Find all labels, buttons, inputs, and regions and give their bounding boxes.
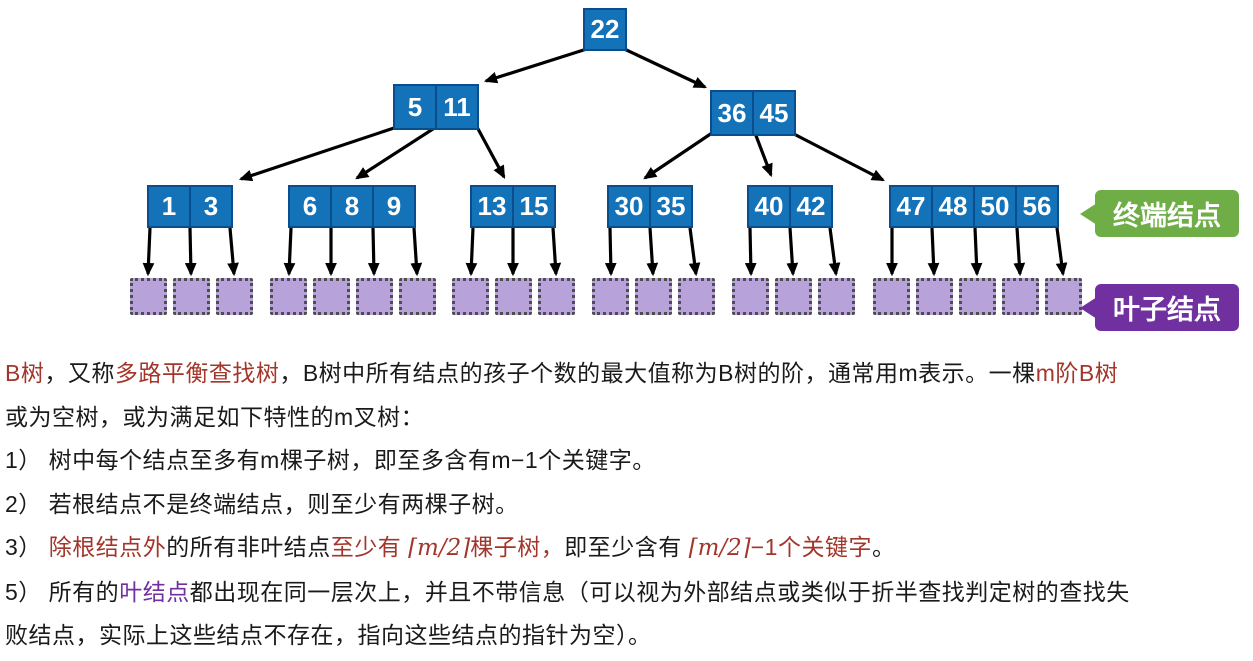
btree-key: 3 [189, 187, 231, 226]
leaf-node-square [538, 278, 575, 315]
terminal-node-label: 终端结点 [1095, 190, 1239, 237]
btree-key: 48 [931, 187, 973, 226]
leaf-node-square [173, 278, 210, 315]
leaf-group-2 [270, 278, 436, 315]
text-line-4: 2） 若根结点不是终端结点，则至少有两棵子树。 [5, 490, 519, 517]
btree-node-13-15: 13 15 [470, 185, 556, 228]
btree-node-5-11: 5 11 [393, 84, 479, 130]
terminal-node-label-text: 终端结点 [1113, 201, 1221, 231]
btree-node-root: 22 [583, 8, 627, 51]
btree-key: 8 [330, 187, 372, 226]
leaf-node-square [399, 278, 436, 315]
leaf-group-1 [130, 278, 253, 315]
leaf-node-square [775, 278, 812, 315]
text-line-5: 3） 除根结点外的所有非叶结点至少有 ⌈m/2⌉棵子树，即至少含有 ⌈m/2⌉−… [5, 534, 896, 561]
btree-node-47-48-50-56: 47 48 50 56 [889, 185, 1059, 228]
btree-key: 22 [590, 14, 620, 44]
leaf-group-6 [873, 278, 1082, 315]
formula-ceil-m-2: ⌈m/2⌉ [688, 535, 751, 561]
btree-key: 47 [896, 191, 926, 221]
btree-key: 30 [614, 191, 644, 221]
leaf-node-square [818, 278, 855, 315]
btree-key: 56 [1015, 187, 1057, 226]
highlight-m-order-btree: m阶B树 [1035, 360, 1119, 386]
btree-node-36-45: 36 45 [710, 90, 796, 136]
leaf-node-square [732, 278, 769, 315]
highlight-leaf-node: 叶结点 [119, 578, 190, 605]
leaf-node-square [270, 278, 307, 315]
btree-key: 13 [477, 191, 507, 221]
leaf-node-square [356, 278, 393, 315]
btree-key: 5 [407, 91, 423, 122]
leaf-node-square [592, 278, 629, 315]
leaf-node-square [495, 278, 532, 315]
leaf-node-square [216, 278, 253, 315]
highlight-multiway-balanced-search-tree: 多路平衡查找树 [114, 360, 280, 386]
leaf-node-square [873, 278, 910, 315]
leaf-node-square [959, 278, 996, 315]
highlight-btree: B树 [5, 360, 45, 386]
btree-node-40-42: 40 42 [747, 185, 833, 228]
btree-key: 42 [789, 187, 831, 226]
btree-key: 35 [649, 187, 691, 226]
leaf-group-5 [732, 278, 855, 315]
leaf-node-label-text: 叶子结点 [1113, 295, 1221, 325]
btree-key: 1 [161, 191, 177, 221]
leaf-node-label: 叶子结点 [1095, 284, 1239, 331]
leaf-node-square [635, 278, 672, 315]
leaf-group-3 [452, 278, 575, 315]
btree-node-1-3: 1 3 [147, 185, 233, 228]
btree-key: 9 [372, 187, 414, 226]
highlight-except-root: 除根结点外 [48, 534, 167, 560]
text-line-2: 或为空树，或为满足如下特性的m叉树： [5, 403, 425, 430]
btree-key: 11 [435, 86, 477, 128]
btree-definition-text: B树，又称多路平衡查找树，B树中所有结点的孩子个数的最大值称为B树的阶，通常用m… [5, 352, 1251, 658]
edge-arrows [142, 45, 1068, 277]
text-line-3: 1） 树中每个结点至多有m棵子树，即至多含有m−1个关键字。 [5, 447, 656, 473]
btree-diagram: 22 5 11 36 45 1 3 6 8 9 13 15 30 35 40 4… [0, 0, 1253, 350]
btree-key: 6 [302, 191, 318, 221]
leaf-node-square [1002, 278, 1039, 315]
text-line-7: 败结点，实际上这些结点不存在，指向这些结点的指针为空）。 [5, 622, 652, 648]
leaf-group-4 [592, 278, 715, 315]
leaf-node-square [678, 278, 715, 315]
text-line-1: B树，又称多路平衡查找树，B树中所有结点的孩子个数的最大值称为B树的阶，通常用m… [5, 360, 1119, 386]
btree-node-30-35: 30 35 [607, 185, 693, 228]
leaf-node-square [1045, 278, 1082, 315]
btree-node-6-8-9: 6 8 9 [288, 185, 416, 228]
leaf-node-square [130, 278, 167, 315]
leaf-node-square [313, 278, 350, 315]
btree-key: 50 [973, 187, 1015, 226]
btree-key: 40 [754, 191, 784, 221]
leaf-node-square [916, 278, 953, 315]
leaf-node-square [452, 278, 489, 315]
formula-ceil-m-2: ⌈m/2⌉ [408, 535, 471, 561]
btree-key: 36 [717, 97, 747, 128]
btree-key: 45 [752, 92, 794, 134]
btree-key: 15 [512, 187, 554, 226]
text-line-6: 5） 所有的叶结点都出现在同一层次上，并且不带信息（可以视为外部结点或类似于折半… [5, 578, 1130, 605]
